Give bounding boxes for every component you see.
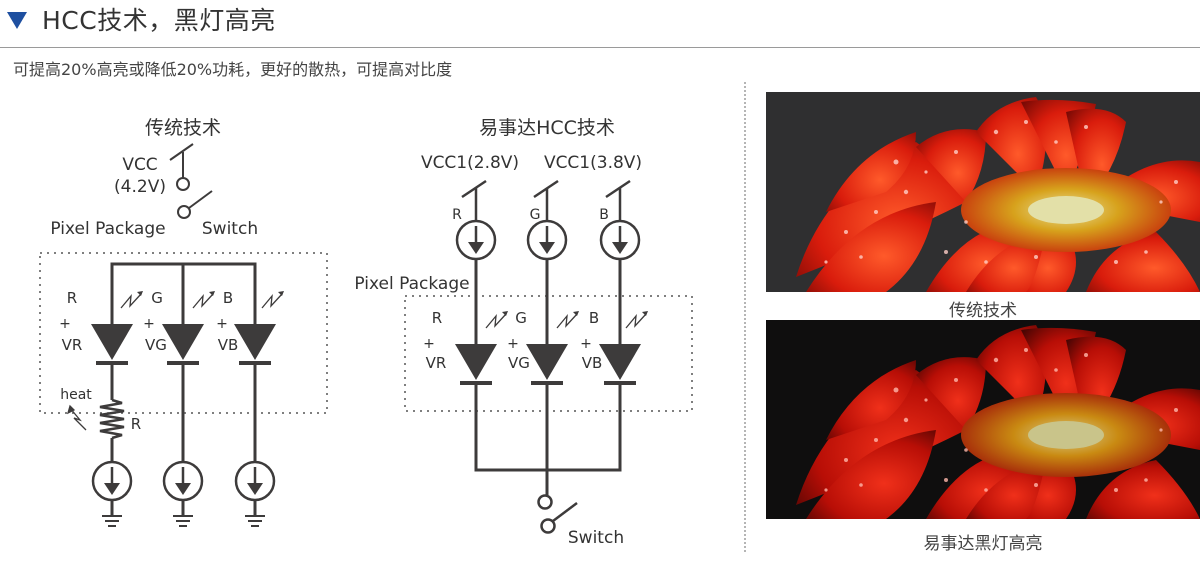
led-diode-g-icon	[162, 324, 204, 365]
hcc-caption: 易事达黑灯高亮	[923, 534, 1043, 554]
voltage-label-vg: VG	[508, 354, 530, 372]
source-label-b: B	[599, 207, 609, 223]
section-title: HCC技术，黑灯高亮	[42, 6, 276, 35]
current-source-icon	[599, 219, 641, 261]
led-diode-b-icon	[599, 344, 641, 385]
source-label-r: R	[452, 207, 462, 223]
heat-label: heat	[60, 387, 92, 403]
switch-icon	[537, 494, 578, 534]
source-label-g: G	[530, 207, 541, 223]
channel-label-b: B	[589, 309, 599, 327]
resistor-label: R	[131, 415, 141, 433]
traditional-switch-label: Switch	[202, 219, 258, 239]
channel-label-b: B	[223, 289, 233, 307]
vcc-terminal-icon	[169, 143, 194, 191]
ground-icon	[244, 515, 266, 527]
column-divider	[744, 82, 746, 552]
traditional-circuit: 传统技术 VCC (4.2V) Pixel Package Switch	[39, 117, 328, 527]
plus-sign: +	[216, 316, 228, 332]
hcc-flower-photo	[766, 320, 1200, 519]
supply-terminals	[461, 179, 631, 222]
hcc-switch-label: Switch	[568, 528, 624, 548]
light-emission-icon	[485, 309, 509, 329]
hcc-circuit: 易事达HCC技术 VCC1(2.8V) VCC1(3.8V) R G B Pix…	[354, 117, 693, 548]
voltage-label-vb: VB	[218, 336, 239, 354]
traditional-title: 传统技术	[145, 117, 221, 139]
traditional-vcc-value: (4.2V)	[114, 177, 166, 197]
light-emission-icon	[556, 309, 580, 329]
traditional-flower-photo	[766, 92, 1200, 292]
current-source-icon	[234, 460, 276, 502]
voltage-label-vb: VB	[582, 354, 603, 372]
traditional-vcc-label: VCC	[122, 155, 157, 175]
led-diode-g-icon	[526, 344, 568, 385]
current-source-icon	[455, 219, 497, 261]
led-diode-r-icon	[455, 344, 497, 385]
light-emission-icon	[120, 289, 144, 309]
plus-sign: +	[143, 316, 155, 332]
plus-sign: +	[59, 316, 71, 332]
hcc-pixel-package-box	[404, 295, 693, 412]
voltage-label-vr: VR	[62, 336, 83, 354]
hcc-title: 易事达HCC技术	[479, 117, 615, 139]
voltage-label-vg: VG	[145, 336, 167, 354]
circuit-diagrams: 传统技术 VCC (4.2V) Pixel Package Switch	[39, 117, 693, 548]
plus-sign: +	[580, 336, 592, 352]
light-emission-icon	[625, 309, 649, 329]
resistor-icon	[99, 398, 125, 440]
plus-sign: +	[423, 336, 435, 352]
hcc-vcc2-label: VCC1(3.8V)	[544, 153, 642, 173]
hcc-pixel-package-label: Pixel Package	[354, 274, 469, 294]
section-subtitle: 可提高20%高亮或降低20%功耗，更好的散热，可提高对比度	[13, 60, 453, 79]
led-diode-r-icon	[91, 324, 133, 365]
current-source-icon	[526, 219, 568, 261]
traditional-pixel-package-label: Pixel Package	[50, 219, 165, 239]
channel-label-r: R	[67, 289, 77, 307]
triangle-down-icon	[7, 12, 27, 29]
channel-label-r: R	[432, 309, 442, 327]
traditional-pixel-package-box	[39, 252, 328, 414]
current-source-icon	[162, 460, 204, 502]
led-diode-b-icon	[234, 324, 276, 365]
light-emission-icon	[192, 289, 216, 309]
light-emission-icon	[261, 289, 285, 309]
channel-label-g: G	[151, 289, 163, 307]
traditional-caption: 传统技术	[949, 301, 1017, 321]
channel-label-g: G	[515, 309, 527, 327]
current-source-icon	[91, 460, 133, 502]
voltage-label-vr: VR	[426, 354, 447, 372]
ground-icon	[101, 515, 123, 527]
heat-arrow-icon	[66, 404, 87, 431]
ground-icon	[172, 515, 194, 527]
section-header: HCC技术，黑灯高亮	[0, 0, 1200, 48]
hcc-vcc1-label: VCC1(2.8V)	[421, 153, 519, 173]
plus-sign: +	[507, 336, 519, 352]
switch-icon	[177, 190, 213, 219]
